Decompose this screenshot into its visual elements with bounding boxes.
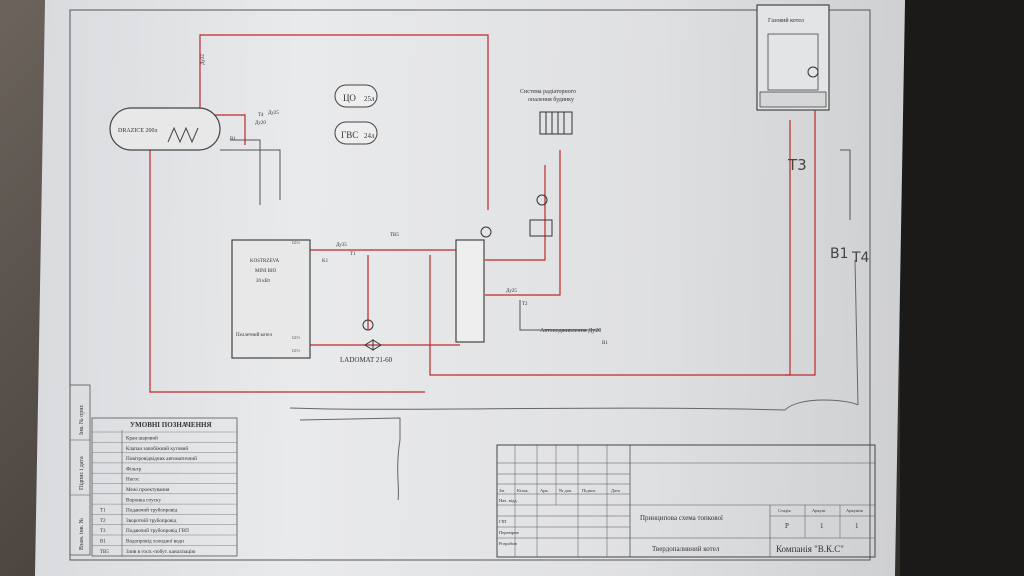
boiler-note: Пеллетний котел — [236, 333, 273, 338]
pipe-label-k1: K1 — [322, 259, 329, 264]
tb-subject: Твердопаливний котел — [652, 545, 720, 553]
gray-pipework — [220, 139, 851, 331]
boiler-brand: KOSTRZEVA — [250, 259, 279, 264]
tb-sheet-header: Аркуш — [812, 508, 826, 513]
side-stamp-text-3: Взам. інв. № — [79, 517, 85, 550]
pencil-pipework — [289, 259, 859, 501]
tb-col-ark: Арк. — [540, 488, 549, 493]
legend-symbol: B1 — [100, 540, 106, 545]
pipe-label-b1: B1 — [230, 137, 236, 142]
tb-col-ndok: № док. — [559, 488, 572, 493]
hand-label-b1: B1 — [830, 246, 849, 262]
auto-fill-label: Автоподживлення Ду20 — [540, 328, 601, 334]
legend-symbol: T3 — [100, 529, 106, 534]
pipe-label-du25b: Ду25 — [506, 289, 517, 294]
tank-co-label: ЦО — [343, 93, 356, 103]
tb-col-zm: Зм. — [499, 488, 505, 493]
tb-row-rozrob: Розробив — [499, 541, 517, 546]
legend-item-text: Подаючий трубопровід — [126, 507, 178, 514]
tb-sheet: 1 — [820, 522, 824, 530]
tank-co-volume: 25л — [364, 95, 375, 103]
legend-symbol: TB5 — [100, 550, 109, 555]
tb-stage-header: Стадія — [778, 508, 791, 513]
pipe-label-t2: T2 — [522, 302, 528, 307]
boiler-port-2: G1½ — [292, 335, 300, 340]
pump-icon — [480, 226, 492, 238]
legend-item-text: Фільтр — [126, 466, 142, 472]
pipe-label-du35: Ду35 — [336, 243, 347, 248]
pump-icon — [807, 66, 819, 78]
ladomat-valve-icon — [364, 339, 382, 351]
boiler-port-3: G1½ — [292, 348, 300, 353]
title-block — [496, 444, 876, 558]
tb-sheets-header: Аркушів — [846, 508, 863, 513]
radiator-system: Система радіаторного опалення будинку — [520, 89, 576, 135]
pipe-label-b1b: B1 — [602, 341, 608, 346]
legend-symbol: T2 — [100, 519, 106, 524]
hydraulic-separator — [455, 239, 485, 343]
tank-gvs-label: ГВС — [341, 130, 358, 140]
legend-symbol: T1 — [100, 509, 106, 514]
solid-fuel-boiler: KOSTRZEVA MINI BIO 20 кВт Пеллетний коте… — [231, 239, 311, 359]
tb-row-gip: ГІП — [499, 519, 507, 524]
legend-item-text: Водопровід холодної води — [126, 539, 184, 545]
boiler-port-1: G1½ — [292, 240, 300, 245]
pipe-label-du32: Ду32 — [201, 54, 206, 65]
legend-item-text: Воронка спуску — [126, 497, 161, 503]
gas-boiler-label: Газовий котел — [768, 17, 804, 24]
boiler-power: 20 кВт — [256, 279, 271, 284]
expansion-tank-co: ЦО 25л — [334, 84, 378, 108]
tb-col-kilk: Кільк. — [517, 488, 529, 493]
pipe-labels: Ду32 Ду25 Ду20 Ду35 Ду25 T1 T2 T4 B1 K1 … — [201, 54, 608, 346]
side-stamp: Інв. № ориг. Підпис і дата Взам. інв. № — [69, 384, 91, 556]
legend-item-text: Насос — [126, 477, 140, 483]
pump-icon — [536, 194, 548, 206]
pipe-label-tb5: ТВ5 — [390, 233, 399, 238]
side-stamp-text-2: Підпис і дата — [79, 456, 85, 490]
legend-item-text: Повітровідвідник автоматичний — [126, 455, 197, 462]
expansion-tank-gvs: ГВС 24л — [334, 121, 378, 145]
tb-company: Компанія "В.К.С" — [776, 544, 844, 554]
legend-item-text: Клапан запобіжний кутовий — [126, 445, 188, 452]
radiator-icon — [539, 111, 573, 135]
dark-shadow-area — [900, 0, 1024, 576]
legend-item-text: Межі проектування — [126, 487, 170, 493]
heating-label-2: опалення будинку — [528, 96, 574, 103]
legend-item-text: Кран шаровий — [126, 435, 158, 442]
pipe-label-du20: Ду20 — [255, 121, 266, 126]
legend-item-text: Злив в госп.-побут. каналізацію — [126, 548, 196, 555]
tb-row-perev: Перевірив — [499, 530, 519, 535]
ladomat-label: LADOMAT 21-60 — [340, 356, 393, 364]
drawing-frame — [69, 9, 871, 561]
tb-drawing-name: Принципова схема топкової — [640, 514, 723, 522]
legend-item-text: Зворотній трубопровід — [126, 517, 177, 524]
pipe-label-du25: Ду25 — [268, 111, 279, 116]
pipe-label-t4: T4 — [258, 113, 264, 118]
mixing-valve-icon — [529, 219, 553, 237]
heating-label-1: Система радіаторного — [520, 89, 576, 95]
hand-label-t4: T4 — [851, 250, 870, 266]
tb-sheets: 1 — [855, 522, 859, 530]
gas-boiler: Газовий котел — [756, 4, 830, 111]
water-heater-label: DRAZICE 200л — [118, 128, 158, 134]
tb-col-data: Дата — [611, 488, 620, 493]
tb-stage: Р — [785, 522, 789, 530]
boiler-model: MINI BIO — [255, 269, 277, 274]
tank-gvs-volume: 24л — [364, 132, 375, 140]
water-heater: DRAZICE 200л — [109, 107, 221, 151]
title-block-headers: Зм. Кільк. Арк. № док. Підпис Дата Нач. … — [499, 488, 863, 546]
pipe-label-t1: T1 — [350, 252, 356, 257]
pump-icon — [362, 319, 374, 331]
pipe-top-loop — [199, 34, 489, 210]
tb-col-pidpys: Підпис — [582, 488, 596, 493]
side-stamp-text-1: Інв. № ориг. — [79, 404, 85, 435]
hand-label-t3: T3 — [787, 156, 807, 174]
tb-row-nach: Нач. відд. — [499, 498, 518, 503]
legend-title: УМОВНІ ПОЗНАЧЕННЯ — [130, 421, 212, 429]
legend-item-text: Подаючий трубопровід ГВП — [126, 527, 189, 534]
